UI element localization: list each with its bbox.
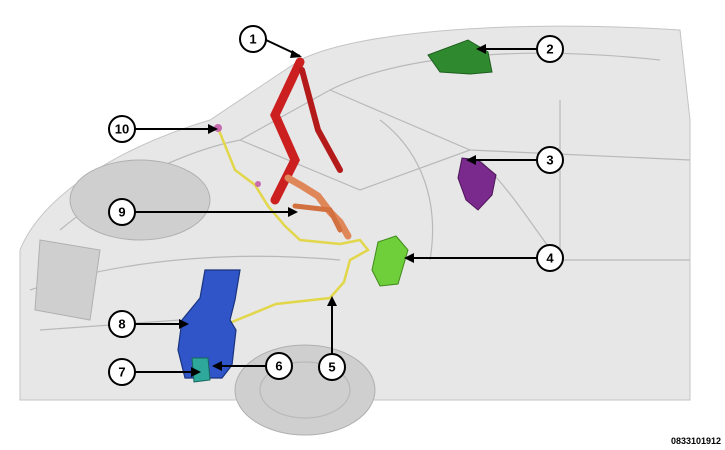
component-reservoir <box>177 269 241 379</box>
component-nozzle <box>214 124 261 187</box>
callout-4-label: 4 <box>546 251 554 266</box>
component-sensor-module <box>427 39 493 75</box>
callout-2-label: 2 <box>546 42 553 57</box>
component-hose <box>214 127 370 369</box>
callout-3-label: 3 <box>546 153 553 168</box>
callout-10-label: 10 <box>115 122 129 137</box>
callout-8-label: 8 <box>118 317 125 332</box>
callout-4: 4 <box>536 244 564 272</box>
callout-3: 3 <box>536 146 564 174</box>
callout-7: 7 <box>108 358 136 386</box>
callout-7-label: 7 <box>118 365 125 380</box>
callout-8: 8 <box>108 310 136 338</box>
callout-1-label: 1 <box>249 32 256 47</box>
component-linkage <box>284 174 352 240</box>
vehicle-outline <box>19 25 691 436</box>
figure-id: 0833101912 <box>670 436 721 446</box>
component-control-module <box>371 235 409 287</box>
callout-10: 10 <box>108 115 136 143</box>
callout-5: 5 <box>318 353 346 381</box>
leader-lines <box>135 39 537 377</box>
component-wiper-arm <box>270 57 343 205</box>
component-switch <box>457 157 497 211</box>
callout-6-label: 6 <box>275 359 282 374</box>
callout-9: 9 <box>108 198 136 226</box>
callout-2: 2 <box>536 35 564 63</box>
callout-9-label: 9 <box>118 205 125 220</box>
callout-5-label: 5 <box>328 360 335 375</box>
callout-6: 6 <box>265 352 293 380</box>
callout-1: 1 <box>239 25 267 53</box>
